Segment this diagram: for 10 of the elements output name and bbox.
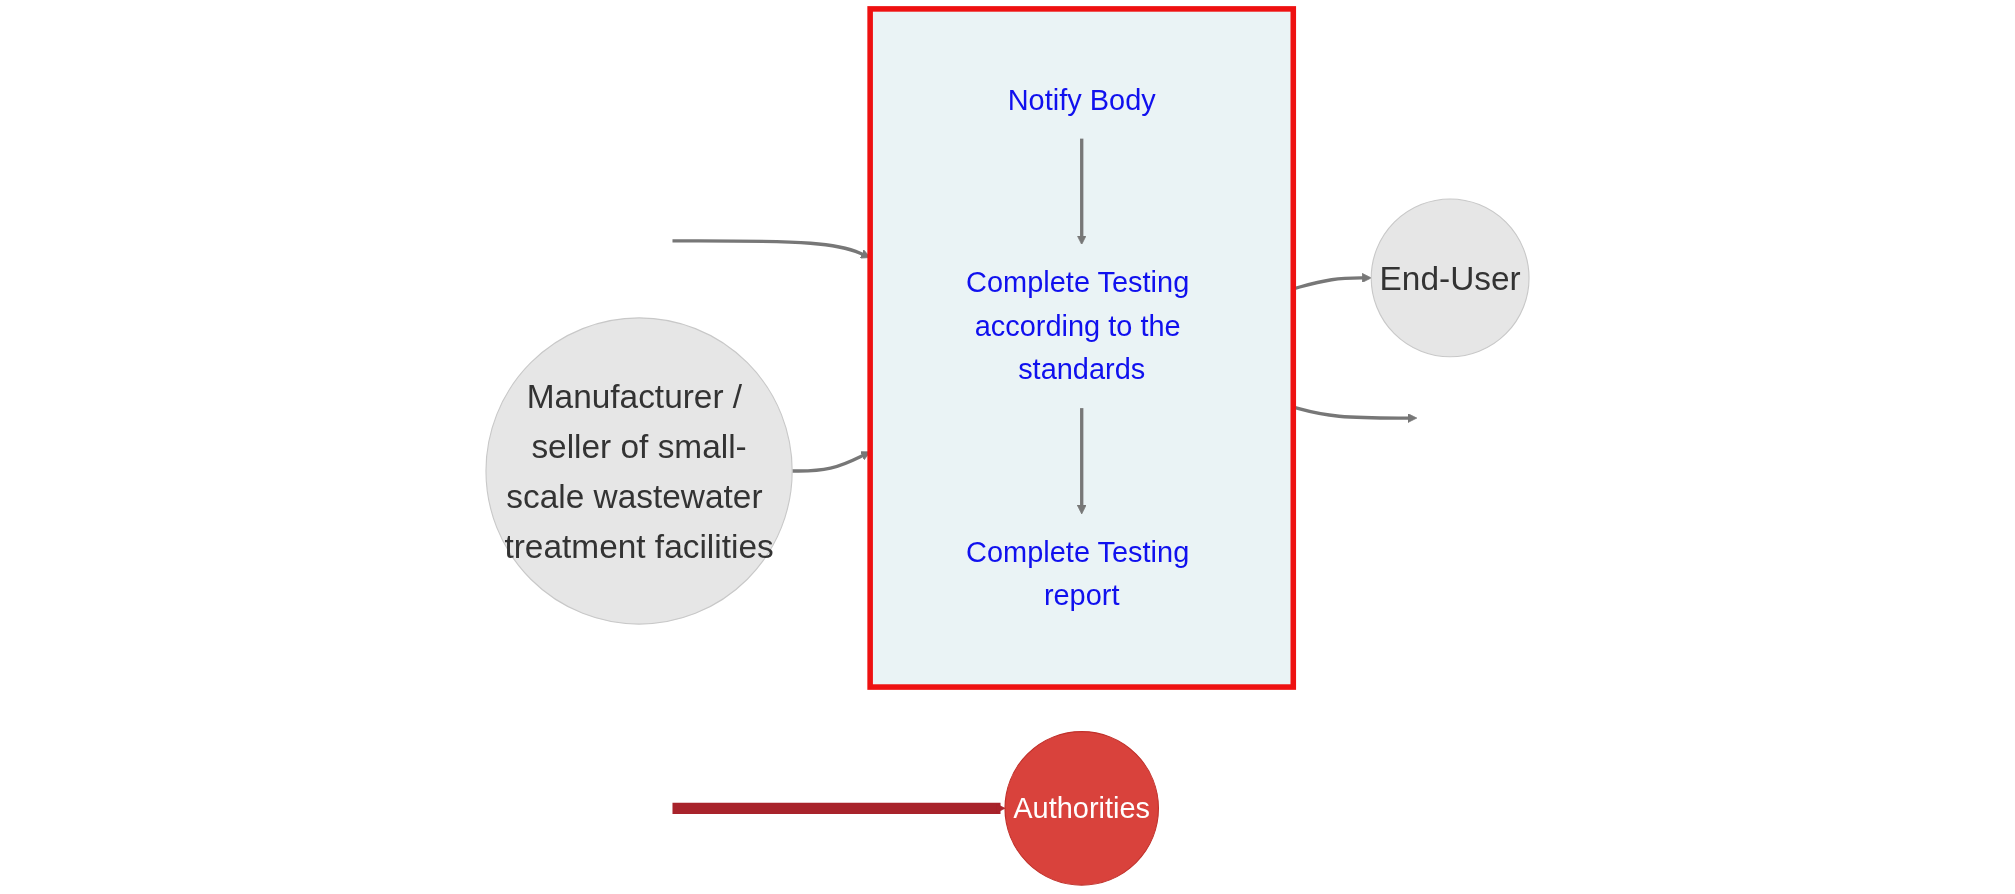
node-text: Notify Body (1007, 82, 1156, 117)
arrow (1076, 138, 1087, 245)
node-text: Complete Testing report (966, 535, 1190, 612)
cluster (867, 6, 1297, 690)
node-circle: End-User (1370, 198, 1530, 358)
arrow (1076, 408, 1087, 515)
node-circle: Manufacturer / seller of small-scale wastewater treatment facilities (485, 317, 793, 625)
node-text: Complete Testing according to the standards (966, 265, 1190, 386)
node-circle: Authorities (1004, 731, 1159, 886)
arrow (672, 802, 1006, 814)
